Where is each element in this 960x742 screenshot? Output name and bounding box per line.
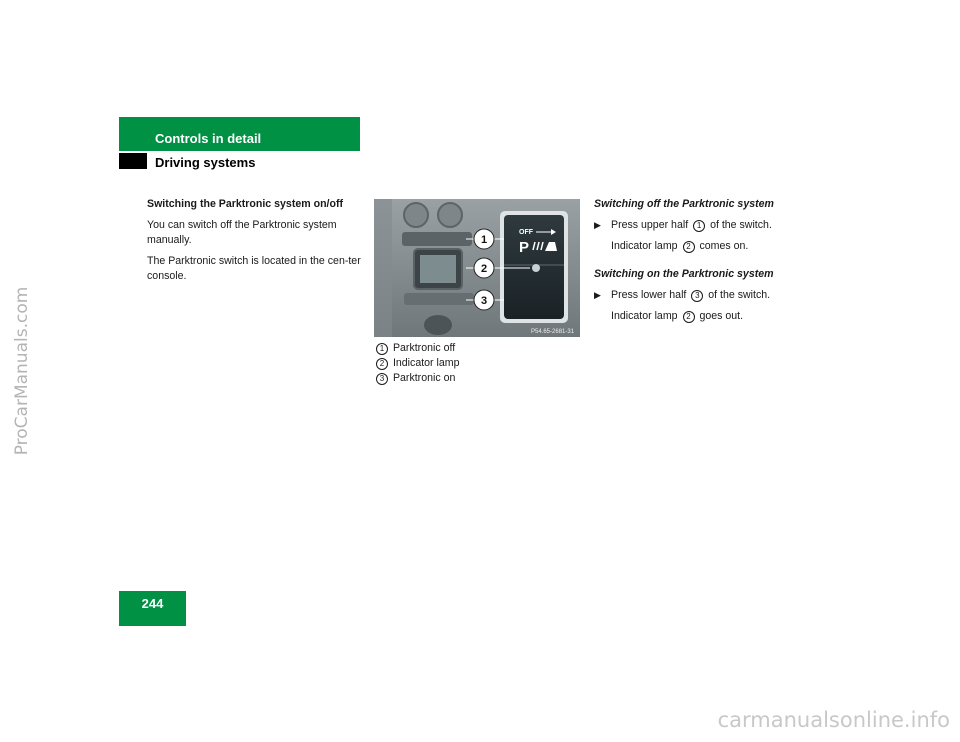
step-num: 3 — [691, 290, 704, 302]
result-text: Indicator lamp — [611, 240, 678, 252]
page-number: 244 — [141, 596, 164, 611]
footer-watermark: carmanualsonline.info — [717, 708, 950, 732]
switch-off-label: OFF — [519, 229, 534, 236]
on-heading: Switching on the Parktronic system — [594, 268, 774, 280]
legend-item: 1 Parktronic off — [374, 341, 460, 356]
callout-1-icon — [473, 228, 495, 250]
callout-3-icon — [473, 289, 495, 311]
left-paragraph-2: The Parktronic switch is located in the … — [147, 255, 361, 282]
left-heading: Switching the Parktronic system on/off — [147, 198, 344, 210]
subsection-title: Driving systems — [155, 155, 256, 170]
step-arrow-icon: ▶ — [594, 220, 601, 230]
legend-text: Parktronic off — [392, 342, 456, 354]
parktronic-symbol: P — [519, 239, 529, 256]
legend-num: 3 — [376, 373, 388, 385]
legend-num: 2 — [376, 358, 388, 370]
step-num: 1 — [693, 220, 706, 232]
right-column: Switching off the Parktronic system ▶ Pr… — [594, 197, 804, 337]
legend-item: 3 Parktronic on — [374, 371, 460, 386]
step-text: of the switch. — [710, 219, 772, 231]
callout-3: 3 — [481, 295, 487, 307]
legend-item: 2 Indicator lamp — [374, 356, 460, 371]
step-text: of the switch. — [708, 289, 771, 301]
off-result: Indicator lamp 2 comes on. — [594, 239, 804, 254]
off-heading: Switching off the Parktronic system — [594, 198, 774, 210]
subsection-marker — [119, 153, 147, 169]
section-title: Controls in detail — [155, 131, 262, 146]
step-arrow-icon: ▶ — [594, 290, 601, 300]
callout-2: 2 — [481, 263, 487, 275]
legend-text: Parktronic on — [392, 372, 456, 384]
on-result: Indicator lamp 2 goes out. — [594, 309, 804, 324]
left-column: Switching the Parktronic system on/off Y… — [147, 197, 365, 290]
callout-2-icon — [473, 257, 495, 279]
header-band — [119, 117, 360, 151]
result-text: goes out. — [699, 310, 744, 322]
legend-text: Indicator lamp — [392, 357, 460, 369]
page-number-band — [119, 591, 186, 626]
figure-legend: 1 Parktronic off 2 Indicator lamp 3 Park… — [374, 341, 460, 386]
indicator-lamp-icon — [532, 264, 540, 272]
center-console-illustration: OFF P 1 2 3 P54.65-2681-31 — [374, 199, 580, 337]
callout-1: 1 — [481, 234, 487, 246]
result-num: 2 — [682, 311, 695, 323]
image-code: P54.65-2681-31 — [531, 329, 575, 335]
step-text: Press upper half — [611, 219, 689, 231]
side-watermark: ProCarManuals.com — [12, 286, 32, 456]
off-step: ▶ Press upper half 1 of the switch. — [594, 218, 804, 233]
left-paragraph-1: You can switch off the Parktronic system… — [147, 219, 337, 246]
step-text: Press lower half — [611, 289, 687, 301]
on-step: ▶ Press lower half 3 of the switch. — [594, 288, 804, 303]
result-num: 2 — [682, 241, 695, 253]
parktronic-switch-figure: OFF P 1 2 3 P54.65-2681-31 — [374, 199, 580, 337]
result-text: Indicator lamp — [611, 310, 678, 322]
result-text: comes on. — [699, 240, 749, 252]
legend-num: 1 — [376, 343, 388, 355]
